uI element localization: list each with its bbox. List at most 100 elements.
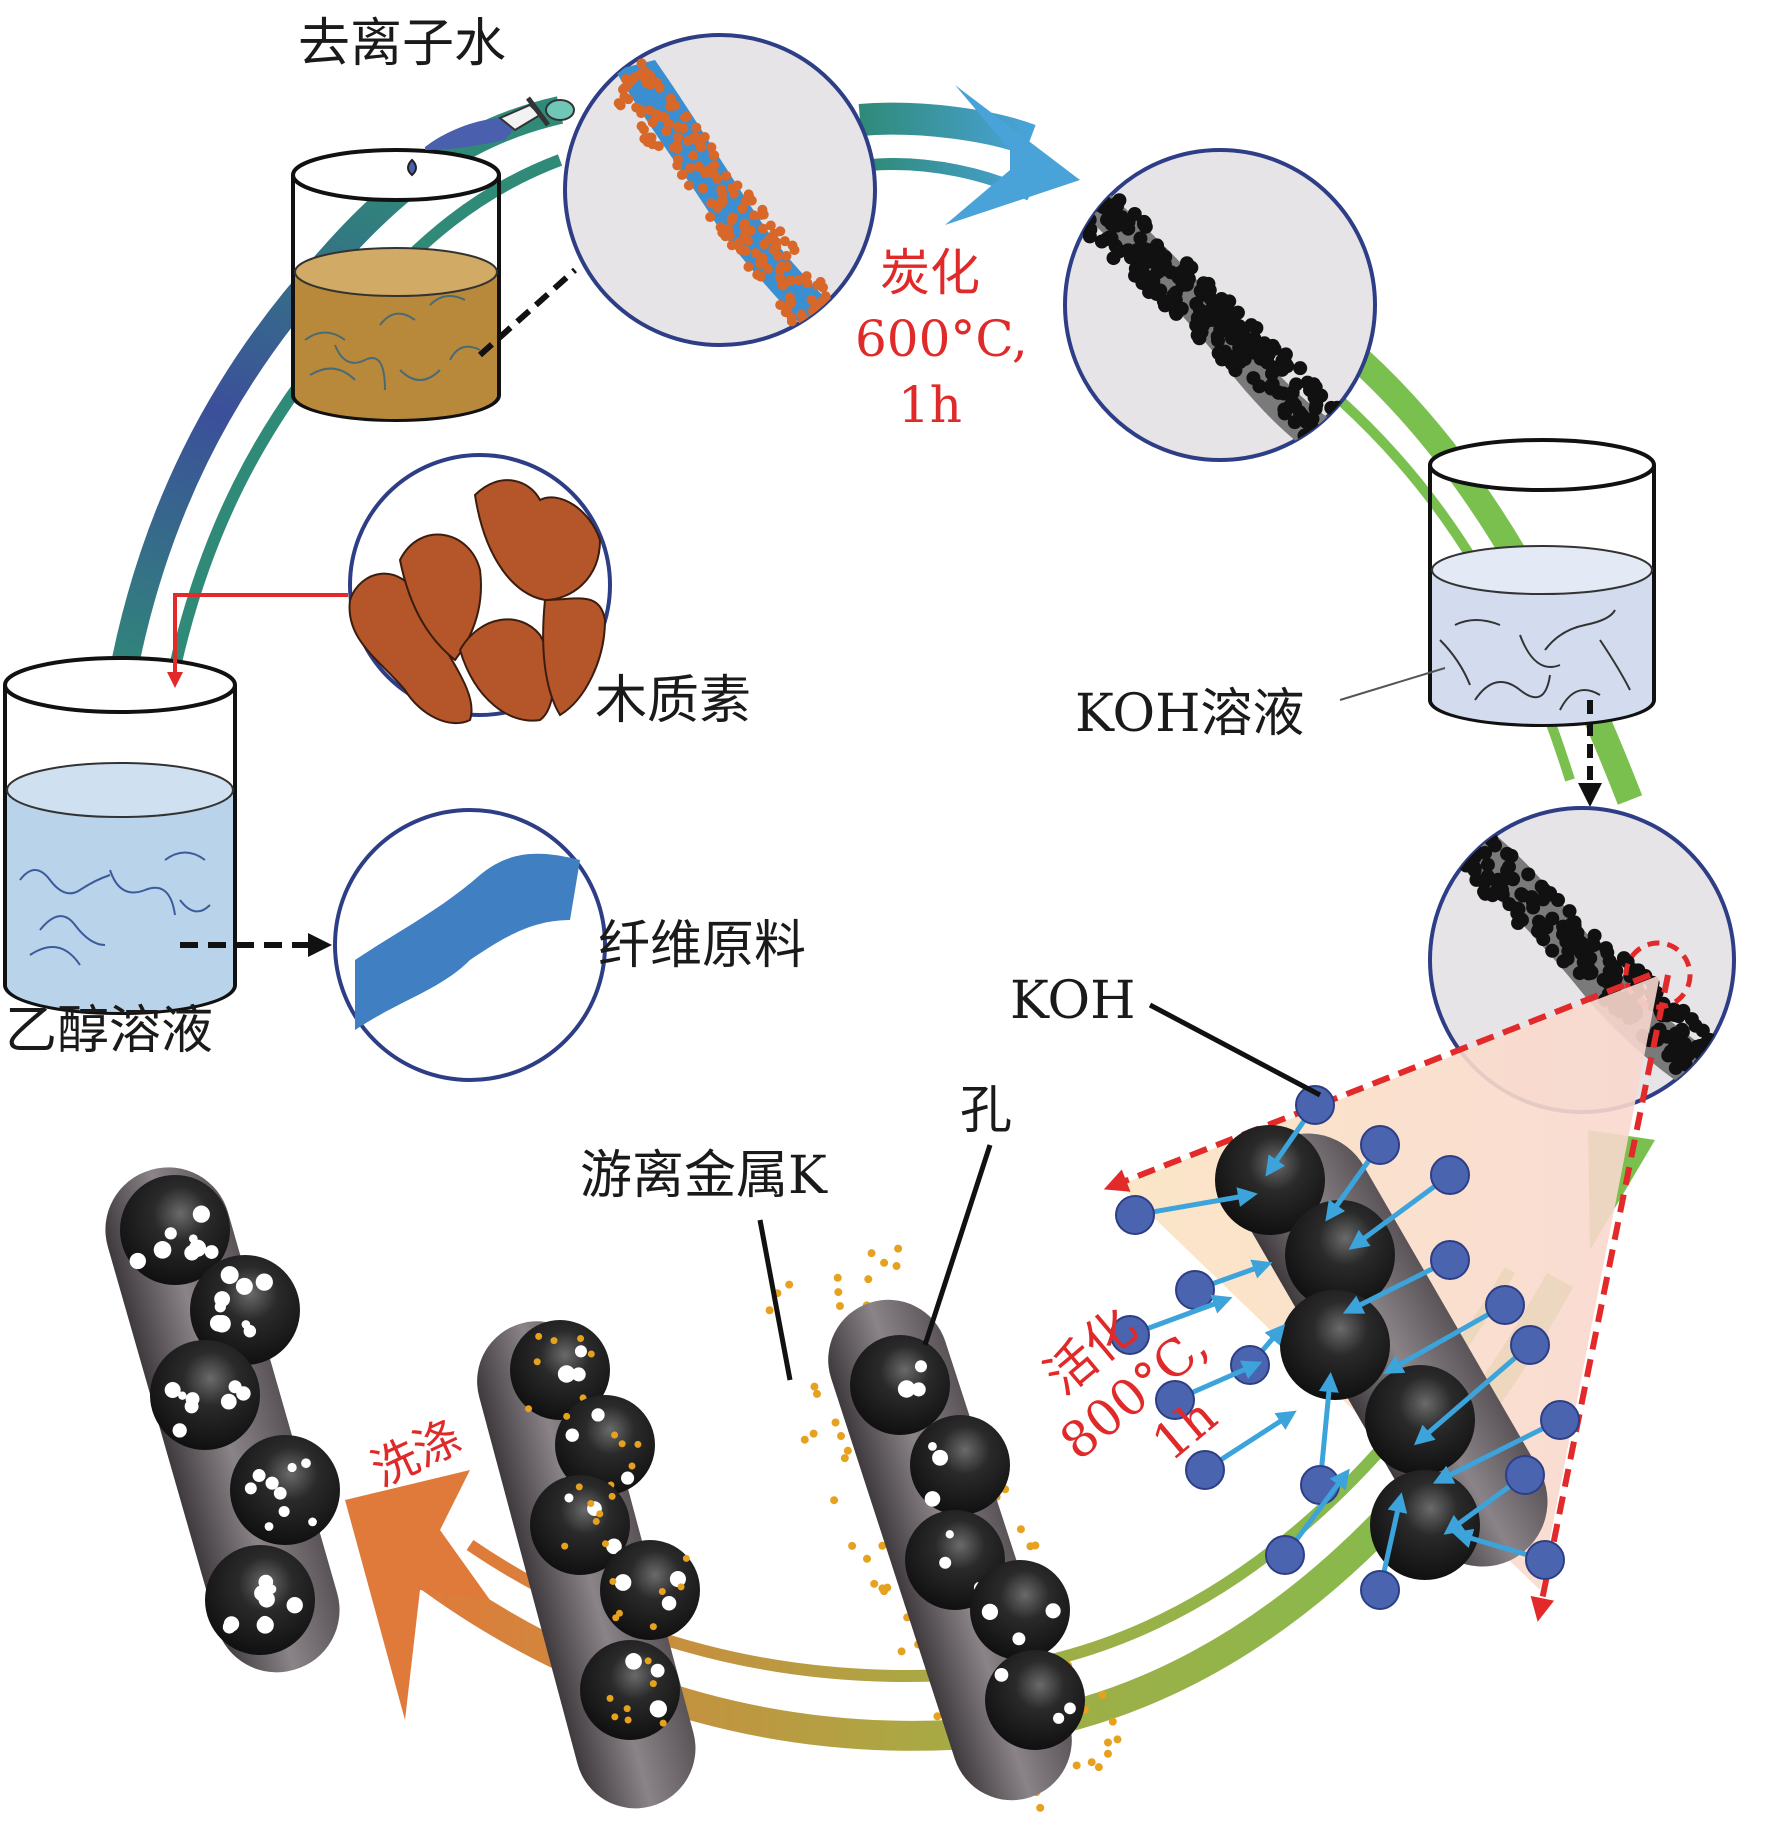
koh-molecule <box>1360 1125 1400 1165</box>
free-k-dot <box>1094 1763 1103 1772</box>
carbon-particle <box>1432 833 1447 848</box>
pore-dot <box>928 1441 937 1451</box>
carbon-sphere <box>970 1560 1070 1660</box>
lignin-particle <box>644 105 655 116</box>
lignin-particle <box>773 250 784 261</box>
lignin-particle <box>665 101 676 112</box>
pore-dot <box>178 1391 187 1400</box>
carbon-particle <box>1661 1048 1676 1063</box>
pore-dot <box>204 1245 219 1259</box>
pore-dot <box>286 1597 303 1614</box>
carbon-particle <box>1277 402 1292 417</box>
k-dot <box>535 1332 543 1340</box>
pore-dot <box>669 1570 686 1588</box>
free-k-dot <box>833 1273 842 1282</box>
lignin-particle <box>661 126 672 137</box>
lignin-particle <box>724 230 735 241</box>
carbon-sphere <box>600 1540 700 1640</box>
carbon-particle <box>1674 1022 1689 1037</box>
pore-dot <box>914 1360 927 1373</box>
koh-molecule <box>1505 1455 1545 1495</box>
free-k-dot <box>867 1249 876 1258</box>
carbon-particle <box>1446 833 1461 848</box>
carbon-particle <box>1335 440 1350 455</box>
carbon-particle <box>1674 1040 1689 1055</box>
dropper-icon <box>407 96 575 177</box>
pore-dot <box>213 1314 231 1333</box>
label-koh-solution: KOH溶液 <box>1075 684 1305 744</box>
free-k-dot <box>1098 1691 1107 1700</box>
k-dot <box>525 1405 533 1413</box>
pore-dot <box>1053 1712 1065 1724</box>
carbon-particle <box>1246 371 1261 386</box>
free-k-dot <box>848 1541 857 1550</box>
lignin-particle <box>694 161 705 172</box>
k-dot <box>587 1350 595 1358</box>
lignin-particle <box>721 170 732 181</box>
carbon-particle <box>1514 887 1529 902</box>
carbon-particle <box>1724 1062 1734 1077</box>
carbon-particle <box>1545 911 1560 926</box>
carbon-particle <box>1074 186 1089 201</box>
lignin-particle <box>653 141 664 152</box>
carbon-particle <box>1477 884 1492 899</box>
free-k-dot <box>1016 1525 1025 1534</box>
lignin-particle <box>623 94 634 105</box>
dashed-zoom-line-left <box>1103 972 1652 1192</box>
free-k-dot <box>1036 1803 1045 1812</box>
free-k-dot <box>1031 1541 1040 1550</box>
carbon-particle <box>1488 838 1503 853</box>
carbon-particle <box>1335 422 1350 437</box>
carbon-particle <box>1456 840 1471 855</box>
carbon-particle <box>1112 244 1127 259</box>
carbonization-step: 炭化 <box>880 244 980 302</box>
carbon-particle <box>1193 284 1208 299</box>
pore-dot <box>267 1584 277 1594</box>
lignin-solution-liquid <box>295 272 497 419</box>
lignin-particle <box>691 135 702 146</box>
pore-dot <box>981 1603 999 1620</box>
pore-dot <box>252 1469 266 1483</box>
lignin-particle <box>715 222 726 233</box>
carbon-particle <box>1576 955 1591 970</box>
carbon-particle <box>1329 458 1344 460</box>
arc-top-arrowhead <box>945 85 1080 225</box>
pore-dot <box>614 1574 632 1591</box>
carbon-particle <box>1684 1012 1699 1027</box>
k-dot <box>611 1713 619 1721</box>
koh-molecule <box>1110 1315 1150 1355</box>
red-arrow-to-ethanol-beaker <box>167 593 348 688</box>
carbon-sphere <box>1365 1365 1475 1475</box>
carbon-particle <box>1081 195 1096 210</box>
carbon-particle <box>1713 1049 1728 1064</box>
lignin-solution-beaker <box>291 96 578 422</box>
carbon-particle <box>1116 216 1131 231</box>
free-k-dot <box>812 1389 821 1398</box>
carbon-particle <box>1341 463 1355 477</box>
activated-fiber-with-k <box>757 1144 1122 1812</box>
dashed-link-to-composite <box>477 267 578 358</box>
label-fiber-raw: 纤维原料 <box>598 916 807 976</box>
carbon-particle <box>1340 421 1355 436</box>
free-k-dot <box>800 1435 809 1444</box>
carbon-particle <box>1228 306 1243 321</box>
carbon-particle <box>1079 184 1094 199</box>
koh-molecule <box>1115 1195 1155 1235</box>
free-k-dot <box>897 1647 906 1656</box>
carbon-particle <box>1467 841 1482 856</box>
label-pore: 孔 <box>960 1081 1013 1141</box>
lignin-particle <box>784 292 795 303</box>
lignin-particle <box>672 143 683 154</box>
carbon-fiber-zoom <box>1063 148 1377 477</box>
fiber-zoom-circle <box>333 808 607 1082</box>
koh-molecule <box>1430 1155 1470 1195</box>
koh-molecule <box>1295 1085 1335 1125</box>
koh-molecule <box>1430 1240 1470 1280</box>
pore-dot <box>897 1380 916 1398</box>
carbon-particle <box>1510 901 1525 916</box>
carbon-particle <box>1526 900 1541 915</box>
carbon-particle <box>1466 831 1481 846</box>
lignin-particle <box>635 69 646 80</box>
carbon-particle <box>1073 187 1088 202</box>
free-k-dot <box>810 1382 819 1391</box>
